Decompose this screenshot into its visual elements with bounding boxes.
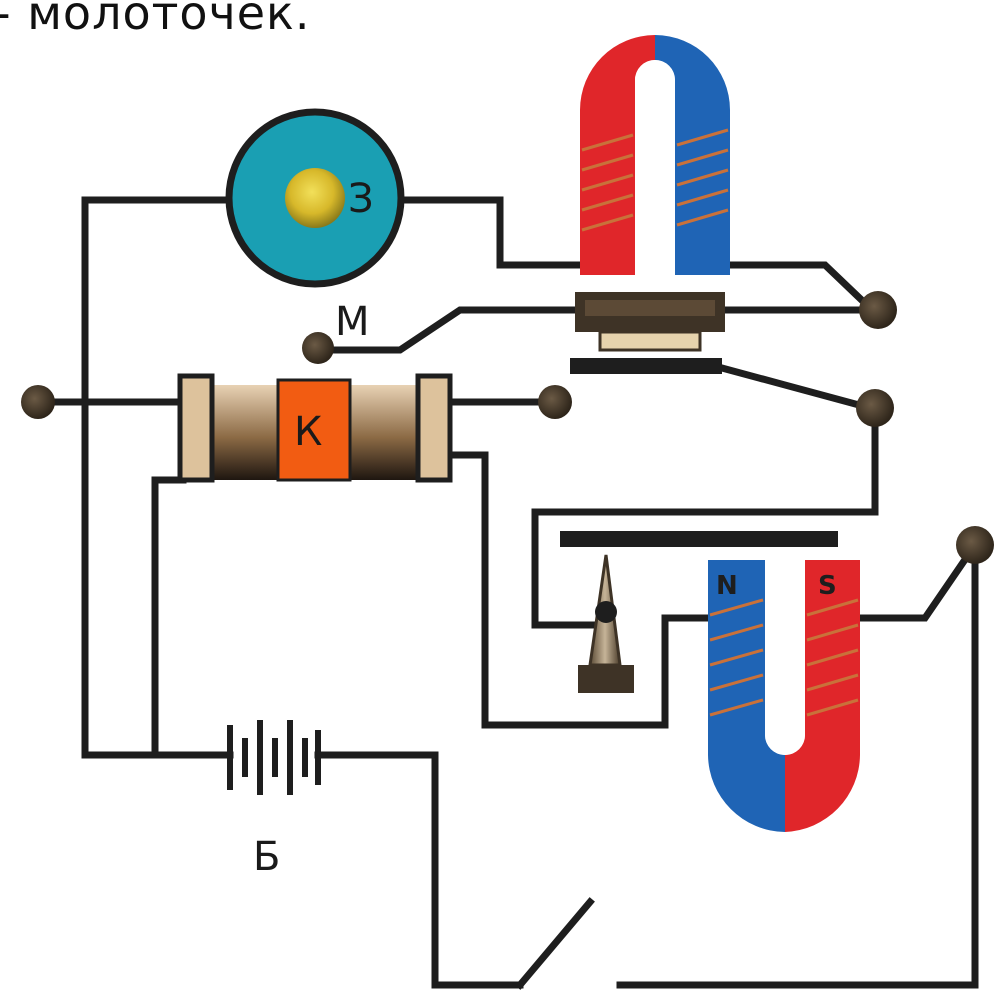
- wire-battery-to-switch: [314, 751, 524, 989]
- top-electromagnet: [570, 35, 730, 374]
- wire-hammer-arm: [314, 306, 579, 354]
- battery: [227, 720, 321, 795]
- key-coil-left-flange: [177, 373, 215, 483]
- top-armature-shadow: [585, 300, 715, 316]
- south-label: S: [818, 571, 837, 601]
- striker-bar: [560, 531, 838, 547]
- wire-bell-to-top-magnet: [394, 196, 589, 269]
- wire-switch-return: [616, 541, 979, 989]
- terminal-left: [21, 385, 55, 419]
- key-coil: К: [177, 373, 453, 483]
- wire-contact-to-terminal: [717, 363, 875, 413]
- bottom-electromagnet: N S: [708, 560, 860, 832]
- wire-key-to-battery: [151, 476, 187, 759]
- top-magnet-inner: [635, 60, 675, 275]
- striker-lever: [560, 531, 838, 693]
- terminals: [21, 291, 994, 564]
- key-coil-right-flange: [415, 373, 453, 483]
- bottom-magnet-red-half: [785, 560, 860, 832]
- bell-label: З: [348, 176, 374, 222]
- terminal-right-upper: [859, 291, 897, 329]
- north-label: N: [716, 571, 738, 601]
- wire-terminal-to-lever: [531, 406, 879, 629]
- top-magnet-coil: [581, 128, 729, 232]
- key-block: [276, 378, 352, 482]
- bell: З: [225, 108, 405, 288]
- contact-pad: [598, 330, 702, 352]
- bottom-magnet-blue-half: [708, 560, 785, 832]
- terminal-right-middle: [856, 389, 894, 427]
- caption-text: - молоточек.: [0, 0, 311, 40]
- hammer-label: М: [335, 299, 370, 345]
- striker-base: [578, 665, 634, 693]
- terminal-hammer: [302, 332, 334, 364]
- battery-label: Б: [253, 834, 280, 880]
- striker-pivot: [595, 601, 617, 623]
- bottom-magnet-coil: [709, 598, 859, 717]
- switch-blade: [515, 897, 595, 990]
- wires: [34, 196, 980, 990]
- top-magnet-red-half: [580, 35, 655, 275]
- key-label: К: [294, 409, 322, 455]
- contact-bar: [570, 358, 722, 374]
- wire-key-to-bottom-magnet: [446, 451, 719, 729]
- wire-bottom-magnet-to-terminal: [856, 540, 980, 622]
- wire-top-magnet-to-terminal: [716, 261, 875, 313]
- terminal-key-right: [538, 385, 572, 419]
- terminal-right-lower: [956, 526, 994, 564]
- bottom-magnet-inner: [765, 560, 805, 755]
